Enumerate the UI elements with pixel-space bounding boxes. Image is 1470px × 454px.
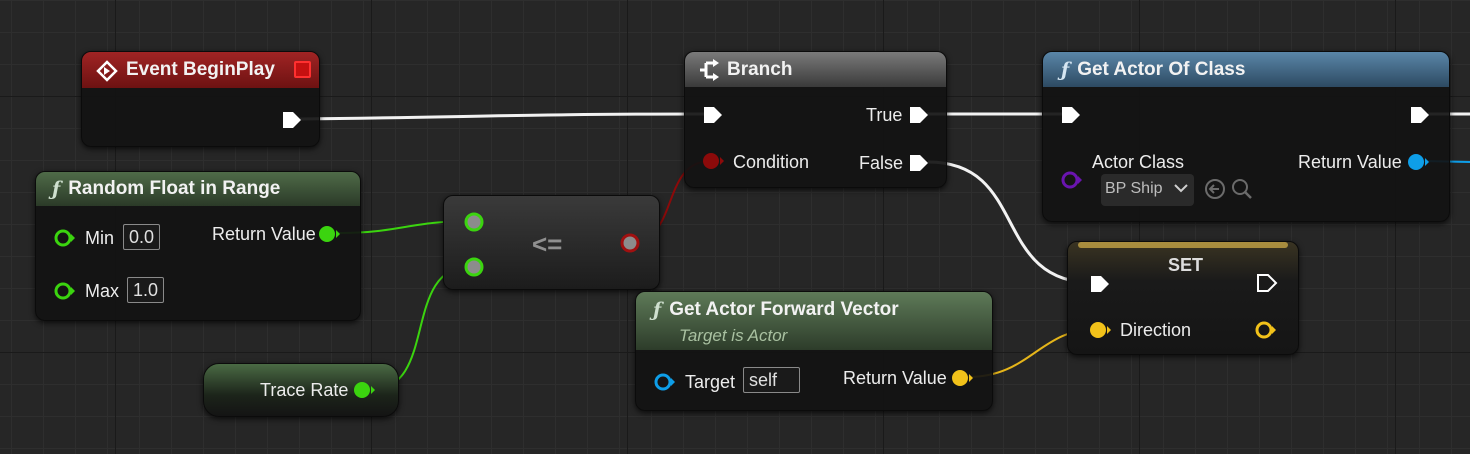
max-input[interactable]: 1.0 xyxy=(127,277,165,303)
use-selected-icon[interactable] xyxy=(1204,178,1226,205)
target-label: Target xyxy=(685,372,736,392)
get-actor-title: Get Actor Of Class xyxy=(1077,58,1246,80)
condition-pin[interactable] xyxy=(701,151,727,173)
branch-exec-in-pin[interactable] xyxy=(702,105,724,127)
get-actor-return-pin[interactable] xyxy=(1406,152,1432,174)
max-label: Max xyxy=(85,281,120,301)
branch-title: Branch xyxy=(727,58,793,80)
compare-operator: <= xyxy=(532,229,563,259)
max-pin[interactable] xyxy=(53,281,77,303)
false-pin[interactable] xyxy=(908,153,930,175)
get-actor-header: ƒ Get Actor Of Class xyxy=(1043,52,1449,87)
forward-vector-subtitle: Target is Actor xyxy=(679,326,788,345)
actor-class-label: Actor Class xyxy=(1092,152,1185,172)
event-beginplay-title: Event BeginPlay xyxy=(126,59,275,80)
true-pin[interactable] xyxy=(908,105,930,127)
delegate-square-icon[interactable] xyxy=(294,61,311,78)
true-label: True xyxy=(866,105,903,125)
forward-return-pin[interactable] xyxy=(950,368,976,390)
random-return-label: Return Value xyxy=(212,224,316,244)
compare-node[interactable]: <= xyxy=(443,195,660,290)
random-float-node[interactable]: ƒ Random Float in Range Min 0.0 Max 1.0 … xyxy=(35,171,361,321)
random-float-title: Random Float in Range xyxy=(68,178,281,199)
branch-icon xyxy=(697,58,719,81)
exec-wire-false-set[interactable] xyxy=(927,160,1097,285)
random-return-pin[interactable] xyxy=(317,224,343,246)
set-exec-in-pin[interactable] xyxy=(1089,274,1111,296)
exec-wire-begin-branch[interactable] xyxy=(299,112,706,121)
forward-vector-header: ƒ Get Actor Forward Vector xyxy=(636,292,992,350)
direction-label: Direction xyxy=(1120,320,1192,340)
forward-vector-title: Get Actor Forward Vector xyxy=(669,299,899,320)
set-exec-out-pin[interactable] xyxy=(1256,273,1278,295)
branch-header: Branch xyxy=(685,52,946,87)
trace-rate-node[interactable]: Trace Rate xyxy=(203,363,399,417)
function-icon: ƒ xyxy=(653,299,662,321)
function-icon: ƒ xyxy=(1061,58,1070,81)
target-pin[interactable] xyxy=(653,372,677,394)
set-title: SET xyxy=(1168,255,1204,275)
compare-out-pin[interactable] xyxy=(619,232,643,256)
get-actor-of-class-node[interactable]: ƒ Get Actor Of Class Actor Class BP Ship… xyxy=(1042,51,1450,222)
get-actor-return-label: Return Value xyxy=(1298,152,1402,172)
event-beginplay-header: Event BeginPlay xyxy=(82,52,319,88)
trace-rate-label: Trace Rate xyxy=(260,380,349,400)
direction-in-pin[interactable] xyxy=(1088,320,1114,342)
trace-rate-pin[interactable] xyxy=(352,380,378,402)
forward-vector-node[interactable]: ƒ Get Actor Forward Vector Target is Act… xyxy=(635,291,993,411)
function-icon: ƒ xyxy=(52,178,61,200)
dropdown-chevron-icon xyxy=(1173,181,1189,200)
direction-out-pin[interactable] xyxy=(1254,320,1280,342)
event-diamond-icon xyxy=(96,60,118,82)
target-input[interactable]: self xyxy=(743,367,800,393)
set-header-glow xyxy=(1078,242,1288,248)
false-label: False xyxy=(859,153,904,173)
set-node[interactable]: SET Direction xyxy=(1067,241,1299,355)
actor-class-value: BP Ship xyxy=(1105,180,1163,197)
actor-class-pin[interactable] xyxy=(1060,170,1084,192)
forward-return-label: Return Value xyxy=(843,368,947,388)
browse-icon[interactable] xyxy=(1231,178,1253,205)
branch-node[interactable]: Branch Condition True False xyxy=(684,51,947,188)
get-actor-exec-in-pin[interactable] xyxy=(1060,105,1082,127)
min-pin[interactable] xyxy=(53,228,77,250)
min-label: Min xyxy=(85,228,115,248)
condition-label: Condition xyxy=(733,152,810,172)
random-float-header: ƒ Random Float in Range xyxy=(36,172,360,206)
exec-out-pin[interactable] xyxy=(281,110,303,132)
compare-a-pin[interactable] xyxy=(462,210,486,234)
get-actor-exec-out-pin[interactable] xyxy=(1409,105,1431,127)
actor-class-dropdown[interactable]: BP Ship xyxy=(1101,174,1194,206)
event-beginplay-node[interactable]: Event BeginPlay xyxy=(81,51,320,147)
compare-b-pin[interactable] xyxy=(462,255,486,279)
min-input[interactable]: 0.0 xyxy=(123,224,161,250)
